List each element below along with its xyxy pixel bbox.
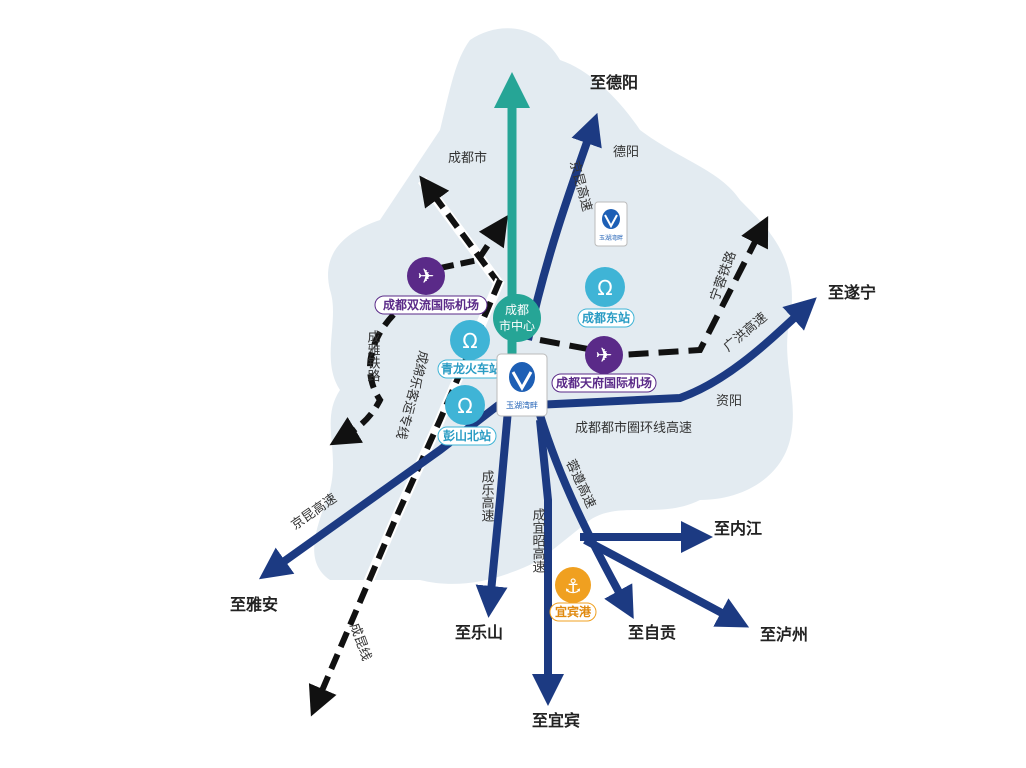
label-deyang: 德阳 xyxy=(613,145,639,160)
anchor-icon: ⚓ xyxy=(564,574,582,598)
project-logo-main[interactable]: 玉湖湾畔 xyxy=(496,353,548,417)
label-to-neijiang: 至内江 xyxy=(714,519,762,538)
label-ziyang: 资阳 xyxy=(716,394,742,409)
station-chengdu-east-label: 成都东站 xyxy=(582,310,630,325)
port-yibin-label: 宜宾港 xyxy=(555,604,592,619)
train-station-icon: Ω xyxy=(597,276,612,300)
label-to-luzhou: 至泸州 xyxy=(760,625,808,644)
label-chengdu-city: 成都市 xyxy=(448,150,487,166)
city-center-marker[interactable]: 成都 市中心 xyxy=(493,294,541,342)
label-to-suining: 至遂宁 xyxy=(828,283,876,302)
station-qinglong-label: 青龙火车站 xyxy=(441,361,501,376)
road-to-yaan xyxy=(258,396,508,580)
train-station-icon: Ω xyxy=(457,394,472,418)
airport-tianfu-label: 成都天府国际机场 xyxy=(556,375,652,390)
railway-chengya xyxy=(329,297,412,446)
road-to-luzhou xyxy=(583,536,750,628)
airport-shuangliu[interactable]: ✈ 成都双流国际机场 xyxy=(374,257,488,315)
project-logo-small: 玉湖湾畔 xyxy=(594,201,628,247)
highways xyxy=(258,112,817,706)
label-chengkun-rail: 成昆线 xyxy=(346,621,373,663)
label-chengyizhao: 成宜昭高速 xyxy=(530,508,546,573)
project-logo-small-text: 玉湖湾畔 xyxy=(599,234,623,242)
label-chengle: 成乐高速 xyxy=(479,470,495,522)
label-to-deyang: 至德阳 xyxy=(590,73,638,92)
station-pengshan-label: 彭山北站 xyxy=(443,428,491,443)
city-center-label-line1: 成都 xyxy=(505,303,529,317)
railway-north-west xyxy=(419,175,503,287)
label-chengya-rail: 成雅铁路 xyxy=(365,330,381,382)
label-to-yibin: 至宜宾 xyxy=(532,711,580,730)
train-station-icon: Ω xyxy=(462,329,477,353)
port-yibin[interactable]: ⚓ 宜宾港 xyxy=(549,567,597,622)
airport-tianfu[interactable]: ✈ 成都天府国际机场 xyxy=(551,336,657,393)
railway-ningrong xyxy=(539,215,769,359)
label-to-zigong: 至自贡 xyxy=(628,623,676,642)
airplane-icon: ✈ xyxy=(418,264,435,288)
station-pengshan-north[interactable]: Ω 彭山北站 xyxy=(437,385,497,446)
station-chengdu-east[interactable]: Ω 成都东站 xyxy=(577,267,635,328)
airport-shuangliu-label: 成都双流国际机场 xyxy=(383,297,479,312)
road-to-yibin xyxy=(532,419,564,706)
road-to-leshan xyxy=(475,409,512,618)
label-to-yaan: 至雅安 xyxy=(230,595,278,614)
road-to-zigong xyxy=(536,413,634,619)
label-ring-highway: 成都都市圈环线高速 xyxy=(575,420,692,436)
station-qinglong[interactable]: Ω 青龙火车站 xyxy=(437,320,505,379)
city-center-label-line2: 市中心 xyxy=(499,318,535,333)
project-logo-text: 玉湖湾畔 xyxy=(506,400,538,410)
label-to-leshan: 至乐山 xyxy=(455,623,503,642)
airplane-icon: ✈ xyxy=(596,343,613,367)
road-to-suining xyxy=(534,297,817,409)
